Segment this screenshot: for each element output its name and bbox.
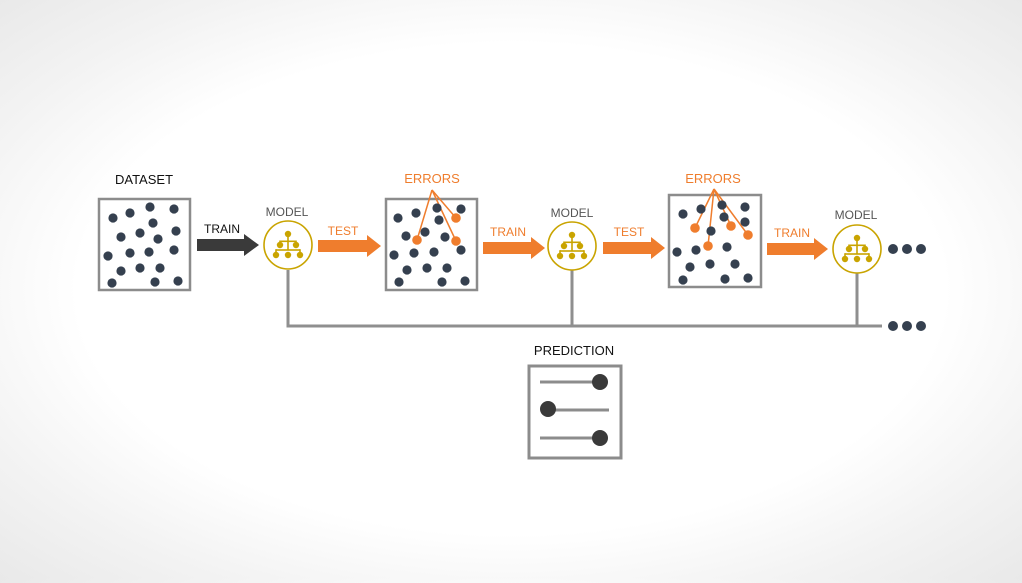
prediction-bus-lines [286, 270, 882, 328]
errors-label-1: ERRORS [404, 171, 460, 186]
model-label-2: MODEL [551, 206, 594, 220]
errors-label-2: ERRORS [685, 171, 741, 186]
model-label-1: MODEL [266, 205, 309, 219]
ellipsis-dots-icon [888, 321, 926, 331]
model-node-2 [547, 221, 597, 271]
test-arrow-1 [318, 235, 381, 257]
train-label-3: TRAIN [774, 226, 810, 240]
train-label-2: TRAIN [490, 225, 526, 239]
train-arrow-1 [197, 234, 259, 256]
model-node-3 [832, 224, 882, 274]
train-label-1: TRAIN [204, 222, 240, 236]
errors-box-2 [667, 188, 763, 289]
slider-list-icon [527, 364, 623, 460]
dataset-box [97, 197, 192, 292]
model-node-1 [263, 220, 313, 270]
ellipsis-dots-icon [888, 244, 926, 254]
test-label-1: TEST [328, 224, 359, 238]
test-arrow-2 [603, 237, 665, 259]
model-label-3: MODEL [835, 208, 878, 222]
errors-box-1 [384, 189, 479, 292]
train-arrow-3 [767, 238, 828, 260]
train-arrow-2 [483, 237, 545, 259]
test-label-2: TEST [614, 225, 645, 239]
dataset-label: DATASET [115, 172, 173, 187]
prediction-label: PREDICTION [534, 343, 614, 358]
